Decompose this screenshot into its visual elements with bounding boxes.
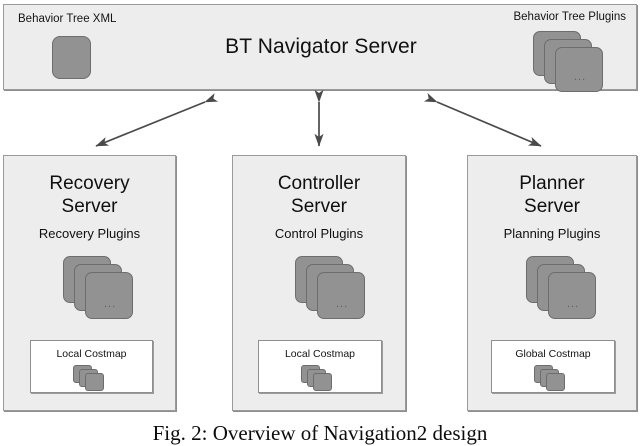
bt-navigator-server-title: BT Navigator Server [225, 35, 417, 58]
recovery-costmap-layer-stack-icon [72, 365, 111, 391]
planner-plugin-stack-icon: ... [526, 256, 604, 324]
recovery-server-title-line2: Server [61, 196, 118, 217]
controller-server-title-line1: Controller [277, 173, 361, 194]
arrow-bt-to-recovery [95, 93, 219, 147]
controller-costmap-box: Local Costmap [258, 340, 382, 393]
behavior-tree-plugins-label: Behavior Tree Plugins [513, 11, 626, 23]
recovery-costmap-label: Local Costmap [56, 348, 127, 360]
controller-server-panel: Controller Server Control Plugins ... Lo… [232, 155, 406, 411]
plugin-card-front [317, 272, 365, 319]
arrow-bt-to-planner [423, 93, 542, 147]
costmap-layer-front [313, 373, 332, 391]
plugin-card-front [85, 272, 133, 319]
plugin-stack-ellipsis: ... [574, 71, 587, 83]
controller-costmap-layer-stack-icon [301, 365, 339, 391]
plugin-card-front [548, 272, 596, 319]
plugin-stack-ellipsis: ... [104, 298, 117, 310]
controller-plugin-stack-icon: ... [295, 256, 373, 324]
plugin-card-front [555, 47, 603, 92]
costmap-layer-front [546, 373, 565, 391]
planner-costmap-label: Global Costmap [515, 348, 591, 360]
planner-server-title: Planner Server [468, 172, 636, 218]
behavior-tree-plugin-stack-icon: ... [533, 31, 625, 93]
planning-plugins-label: Planning Plugins [503, 226, 601, 241]
recovery-plugin-stack-icon: ... [63, 256, 141, 324]
controller-costmap-label: Local Costmap [284, 348, 356, 360]
plugin-stack-ellipsis: ... [336, 298, 349, 310]
recovery-server-title-line1: Recovery [49, 173, 130, 194]
recovery-plugins-label: Recovery Plugins [38, 226, 141, 241]
control-plugins-label: Control Plugins [274, 226, 364, 241]
figure-caption: Fig. 2: Overview of Navigation2 design [152, 421, 488, 445]
plugin-stack-ellipsis: ... [567, 298, 580, 310]
bt-navigator-server-panel: Behavior Tree XML Behavior Tree Plugins … [3, 4, 637, 93]
controller-server-title: Controller Server [233, 172, 405, 218]
planner-server-title-line1: Planner [519, 173, 585, 194]
planner-costmap-box: Global Costmap [491, 340, 615, 393]
planner-costmap-layer-stack-icon [534, 365, 572, 391]
planner-server-title-line2: Server [524, 196, 580, 217]
recovery-server-title: Recovery Server [4, 172, 175, 218]
behavior-tree-xml-document-icon [52, 36, 91, 79]
controller-server-title-line2: Server [291, 196, 347, 217]
planner-server-panel: Planner Server Planning Plugins ... Glob… [467, 155, 637, 411]
behavior-tree-xml-label: Behavior Tree XML [18, 13, 117, 25]
costmap-layer-front [84, 373, 104, 391]
recovery-server-panel: Recovery Server Recovery Plugins ... Loc… [3, 155, 176, 411]
recovery-costmap-box: Local Costmap [30, 340, 153, 393]
